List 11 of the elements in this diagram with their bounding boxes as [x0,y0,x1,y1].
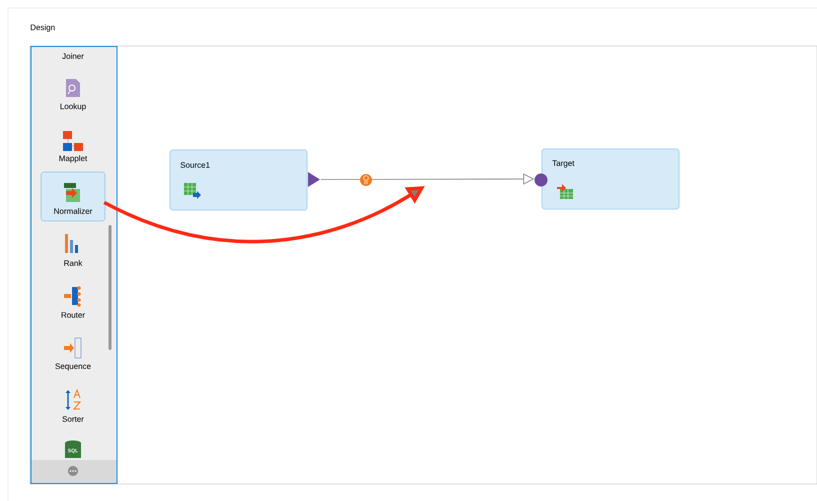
palette-label: Router [62,312,85,318]
panel-title: Design [30,24,55,32]
palette-label: Mapplet [59,155,88,163]
palette-label: Sequence [55,363,91,371]
palette-label: Rank [64,260,82,266]
palette-label: Joiner [62,53,84,59]
transformation-box: Source1 [169,149,308,211]
selected-palette-item: Normalizer [40,172,106,222]
palette-label: Sorter [62,416,84,422]
palette-label: Lookup [60,103,86,111]
transformation-box: Target [541,148,680,210]
